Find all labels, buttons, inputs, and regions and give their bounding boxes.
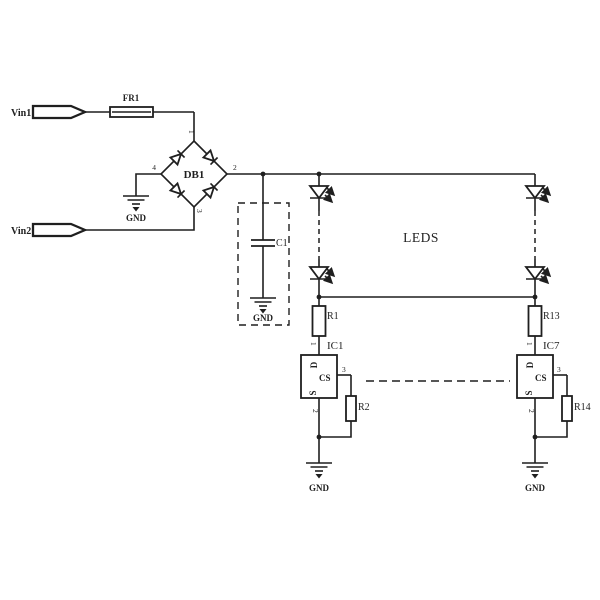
bridge-label: DB1 [184,169,205,181]
led-icon [524,266,552,285]
vin2-label: Vin2 [11,226,31,237]
bridge-diode-icon [168,181,186,199]
leds-section-label: LEDS [403,230,439,245]
gnd-label: GND [309,483,330,493]
bridge-diode-icon [168,149,186,167]
ground-icon [306,462,332,479]
ic1-label: IC1 [327,340,344,352]
ic1-pin3: 3 [342,365,346,374]
ic7-pin-s: S [524,390,534,395]
vin1-connector: Vin1 [11,104,88,120]
ic1-pin-d: D [309,361,319,368]
fuse-fr1: FR1 [85,93,195,141]
r2-label: R2 [358,402,370,413]
ic7-pin-d: D [525,361,535,368]
ic7-part: CS [535,373,547,383]
gnd-label: GND [525,483,546,493]
bridge-diode-icon [201,182,219,200]
bridge-pin4: 4 [152,163,156,172]
ground-icon [250,297,276,314]
bridge-rectifier-db1: DB1 4 2 1 3 [152,130,237,213]
ic7-pin2: 2 [527,409,536,413]
led-icon [524,185,552,204]
junction-dots [260,171,538,440]
channel-right: R13 1 IC7 D CS S 3 R14 2 GND [516,297,591,493]
ic1-body [300,354,338,399]
bridge-diode-icon [201,148,219,166]
ic1-pin-s: S [308,390,318,395]
ic7-pin3: 3 [557,365,561,374]
capacitor-c1-module: C1 GND [237,174,290,326]
led-icon [308,266,336,285]
led-string-left [308,174,336,297]
vin2-wire [85,207,195,231]
fuse-label: FR1 [123,93,140,103]
led-icon [308,185,336,204]
r13-label: R13 [543,311,560,322]
led-string-right [524,174,552,297]
ground-icon [123,195,149,212]
ic1-pin1: 1 [309,342,318,346]
ic7-body [516,354,554,399]
cap-label: C1 [276,238,288,249]
ic1-pin2: 2 [311,409,320,413]
bridge-pin3: 3 [195,209,204,213]
resistor-r1 [311,305,327,337]
bridge-ground: GND [123,173,161,223]
resistor-r13 [527,305,543,337]
ic7-pin1: 1 [525,342,534,346]
channel-left: R1 1 IC1 D CS S 3 R2 2 GND [300,297,370,493]
capacitor-icon [251,239,275,247]
vin2-connector: Vin2 [11,222,88,238]
bridge-pin1: 1 [187,130,196,134]
r1-label: R1 [327,311,339,322]
bridge-pin2: 2 [233,163,237,172]
ground-icon [522,462,548,479]
gnd-label: GND [253,313,274,323]
resistor-r2 [345,395,357,422]
ic1-part: CS [319,373,331,383]
r14-label: R14 [574,402,591,413]
vin1-label: Vin1 [11,108,31,119]
ic7-label: IC7 [543,340,560,352]
resistor-r14 [561,395,573,422]
gnd-label: GND [126,213,147,223]
